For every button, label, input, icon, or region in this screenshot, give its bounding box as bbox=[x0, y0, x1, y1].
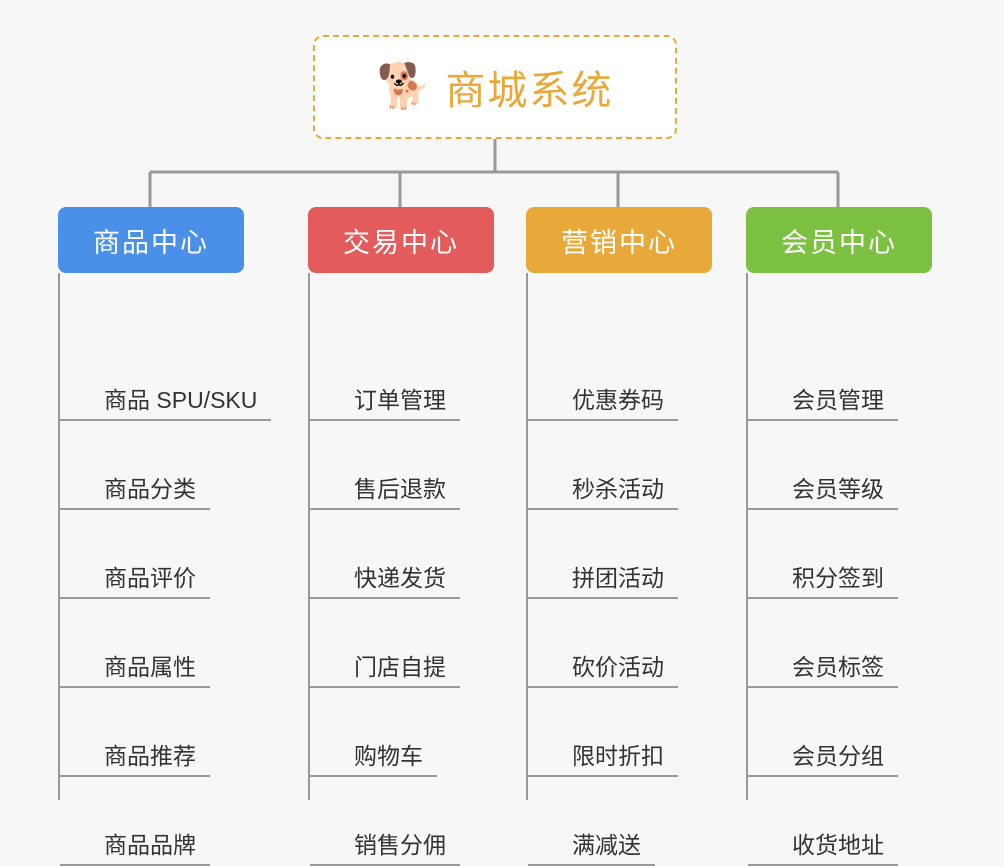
leaf-label: 售后退款 bbox=[310, 475, 460, 510]
leaf-label: 商品推荐 bbox=[60, 742, 210, 777]
leaf-item[interactable]: 销售分佣 bbox=[310, 822, 460, 866]
leaf-label: 积分签到 bbox=[748, 564, 898, 599]
leaf-item[interactable]: 会员分组 bbox=[748, 733, 898, 777]
leaf-label: 拼团活动 bbox=[528, 564, 678, 599]
branch-header-label: 营销中心 bbox=[561, 227, 677, 258]
leaf-label: 会员分组 bbox=[748, 742, 898, 777]
leaf-item[interactable]: 会员标签 bbox=[748, 644, 898, 688]
leaf-label: 订单管理 bbox=[310, 386, 460, 421]
leaf-item[interactable]: 会员等级 bbox=[748, 466, 898, 510]
branch-header-product-center[interactable]: 商品中心 bbox=[58, 207, 244, 273]
leaf-label: 限时折扣 bbox=[528, 742, 678, 777]
leaf-item[interactable]: 砍价活动 bbox=[528, 644, 678, 688]
leaf-label: 商品品牌 bbox=[60, 831, 210, 866]
branch-product-center: 商品中心商品 SPU/SKU 商品分类商品评价商品属性商品推荐商品品牌 bbox=[58, 207, 272, 866]
leaf-label: 收货地址 bbox=[748, 831, 898, 866]
root-title: 商城系统 bbox=[445, 69, 614, 113]
leaf-item[interactable]: 限时折扣 bbox=[528, 733, 678, 777]
leaf-item[interactable]: 积分签到 bbox=[748, 555, 898, 599]
leaf-item[interactable]: 收货地址 bbox=[748, 822, 898, 866]
leaf-label: 会员管理 bbox=[748, 386, 898, 421]
leaf-item[interactable]: 购物车 bbox=[310, 733, 437, 777]
branch-spine-product-center bbox=[58, 273, 60, 800]
leaf-label: 购物车 bbox=[310, 742, 437, 777]
leaf-label: 砍价活动 bbox=[528, 653, 678, 688]
branch-marketing-center: 营销中心优惠券码秒杀活动拼团活动砍价活动限时折扣满减送 bbox=[526, 207, 712, 866]
shiba-dog-icon: 🐕 bbox=[376, 62, 432, 111]
branch-header-label: 商品中心 bbox=[93, 227, 209, 258]
leaf-label: 会员标签 bbox=[748, 653, 898, 688]
leaf-label: 商品 SPU/SKU bbox=[60, 386, 272, 421]
leaf-item[interactable]: 售后退款 bbox=[310, 466, 460, 510]
leaf-item[interactable]: 商品推荐 bbox=[60, 733, 210, 777]
leaf-item[interactable]: 拼团活动 bbox=[528, 555, 678, 599]
leaf-item[interactable]: 优惠券码 bbox=[528, 377, 678, 421]
leaf-item[interactable]: 商品 SPU/SKU bbox=[60, 377, 272, 421]
org-chart-canvas: 🐕 商城系统 商品中心商品 SPU/SKU 商品分类商品评价商品属性商品推荐商品品… bbox=[58, 35, 932, 866]
branch-trade-center: 交易中心订单管理售后退款快递发货门店自提购物车销售分佣 bbox=[308, 207, 494, 866]
leaf-label: 商品分类 bbox=[60, 475, 210, 510]
leaf-label: 快递发货 bbox=[310, 564, 460, 599]
leaf-label: 优惠券码 bbox=[528, 386, 678, 421]
leaf-item[interactable]: 秒杀活动 bbox=[528, 466, 678, 510]
root-node[interactable]: 🐕 商城系统 bbox=[313, 35, 677, 139]
branch-header-marketing-center[interactable]: 营销中心 bbox=[526, 207, 712, 273]
branch-spine-member-center bbox=[746, 273, 748, 800]
branch-member-center: 会员中心会员管理会员等级积分签到会员标签会员分组收货地址 bbox=[746, 207, 932, 866]
leaf-item[interactable]: 订单管理 bbox=[310, 377, 460, 421]
branch-spine-trade-center bbox=[308, 273, 310, 800]
leaf-item[interactable]: 商品分类 bbox=[60, 466, 210, 510]
branch-header-member-center[interactable]: 会员中心 bbox=[746, 207, 932, 273]
leaf-item[interactable]: 门店自提 bbox=[310, 644, 460, 688]
leaf-label: 门店自提 bbox=[310, 653, 460, 688]
leaf-item[interactable]: 商品属性 bbox=[60, 644, 210, 688]
branch-header-label: 交易中心 bbox=[343, 227, 459, 258]
leaf-item[interactable]: 商品评价 bbox=[60, 555, 210, 599]
leaf-label: 秒杀活动 bbox=[528, 475, 678, 510]
leaf-item[interactable]: 商品品牌 bbox=[60, 822, 210, 866]
leaf-item[interactable]: 快递发货 bbox=[310, 555, 460, 599]
leaf-label: 商品属性 bbox=[60, 653, 210, 688]
branch-spine-marketing-center bbox=[526, 273, 528, 800]
branch-header-label: 会员中心 bbox=[781, 227, 897, 258]
leaf-label: 满减送 bbox=[528, 831, 655, 866]
leaf-label: 销售分佣 bbox=[310, 831, 460, 866]
branch-header-trade-center[interactable]: 交易中心 bbox=[308, 207, 494, 273]
leaf-item[interactable]: 满减送 bbox=[528, 822, 655, 866]
leaf-label: 商品评价 bbox=[60, 564, 210, 599]
leaf-item[interactable]: 会员管理 bbox=[748, 377, 898, 421]
leaf-label: 会员等级 bbox=[748, 475, 898, 510]
